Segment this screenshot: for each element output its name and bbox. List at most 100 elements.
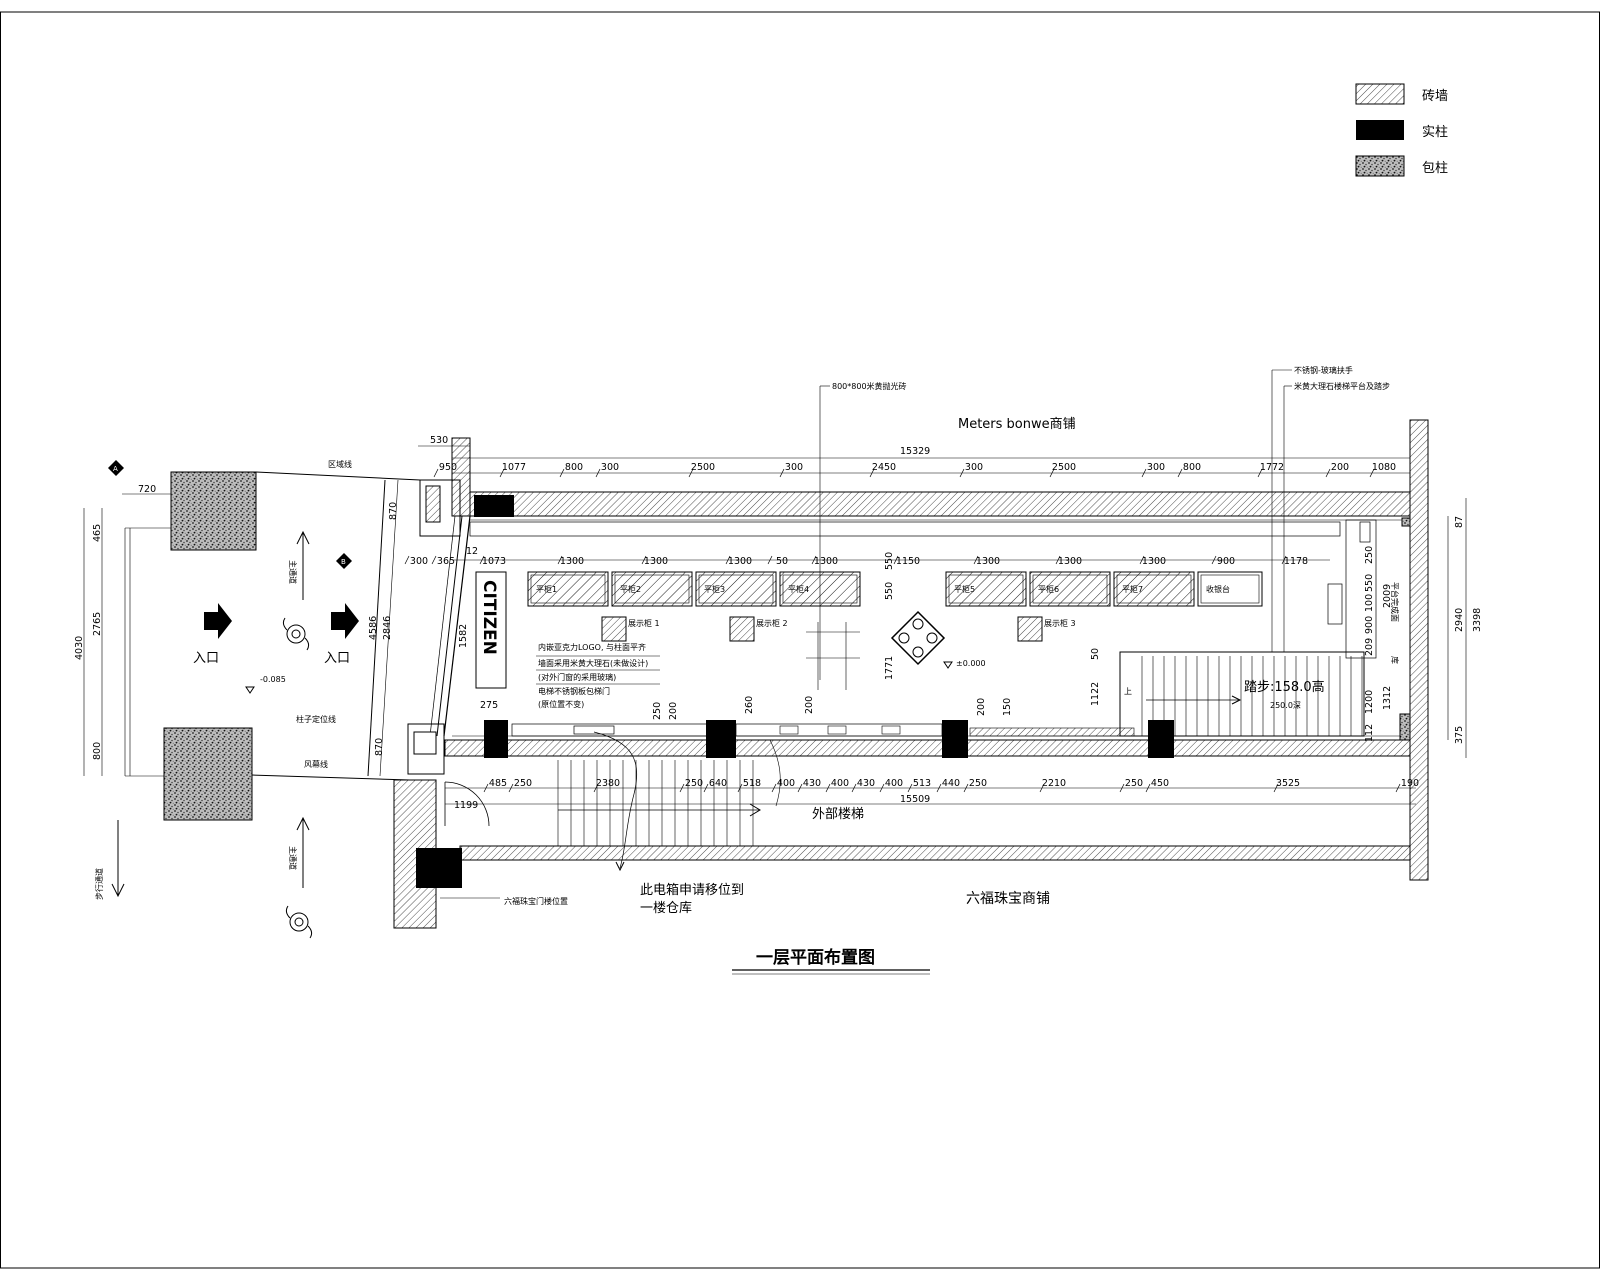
dim-label: 400 [885,778,903,789]
dim-tick [959,468,965,478]
entrance-label-1: 入口 [193,651,219,666]
dim-12: 12 [466,546,478,557]
dim-label: 250 [514,778,532,789]
column-3 [942,720,968,758]
marker-a-icon [108,460,124,476]
platform-step [1327,583,1343,625]
display-cabinet [527,571,609,607]
right-dim-label: 100 [1364,594,1375,612]
door-dim: 1199 [454,800,478,811]
electric-note-1: 此电箱申请移位到 [640,882,744,898]
dim-label: 430 [857,778,875,789]
column-top-left [474,495,514,517]
island-3 [1017,616,1043,642]
wind-line-label: 风幕线 [304,759,328,769]
walkway-label: 步行通道 [94,868,104,900]
area-line-top [255,471,421,481]
dim-200-v: 200 [668,702,679,720]
entrance-level: -0.085 [260,675,286,684]
entry-arrow-left [204,603,232,639]
area-line-label: 区域线 [328,459,352,469]
walls [393,419,1429,929]
display-cabinet-inner [614,574,690,604]
display-cabinet [1113,571,1195,607]
dim-label: 900 [1217,556,1235,567]
right-dim-label: 2009 [1382,584,1393,608]
dim-tick [641,555,647,565]
cabinet-label: 平柜7 [1122,584,1143,594]
cabinet-label: 平柜6 [1038,584,1059,594]
island-2 [729,616,755,642]
dim-1122: 1122 [1090,682,1101,706]
dim-label: 2450 [872,462,896,473]
dim-tick [737,783,743,793]
dim-720: 720 [138,484,156,495]
dim-tick [499,468,505,478]
shopfront-line-3 [429,515,456,737]
dim-label: 300 [1147,462,1165,473]
dim-tick [1273,783,1279,793]
column-bottom-left [416,848,462,888]
bottom-rail-2 [735,723,943,737]
dim-tick [1281,555,1287,565]
stair-arrow [1231,695,1242,705]
marker-b-icon [336,553,352,569]
entrance-label-2: 入口 [324,651,350,666]
left-upper-wall [451,437,471,517]
legend-solid-swatch [1356,120,1404,140]
dim-550-b: 550 [884,582,895,600]
island-label-3: 展示柜 3 [1044,618,1076,628]
dim-tick [1055,555,1061,565]
dim-tick [688,468,694,478]
shopfront-line-2 [436,515,463,737]
platform-box [1359,521,1371,543]
logo-note-4: 电梯不锈钢板包梯门 [538,686,610,696]
dim-label: 200 [1331,462,1349,473]
platform [1345,519,1377,659]
bottom-neighbor: 六福珠宝商铺 [966,891,1050,907]
wall-cab [779,725,799,735]
dim-tick [559,468,565,478]
display-cabinet [695,571,777,607]
electric-leader [593,731,638,869]
dim-label: 3525 [1276,778,1300,789]
dim-1582: 1582 [458,624,469,648]
logo-note-3: (对外门窗的采用玻璃) [538,672,616,682]
dim-2765: 2765 [92,612,103,636]
dim-label: 518 [743,778,761,789]
dim-label: 50 [776,556,788,567]
vestibule-box-top-fill [425,485,441,523]
legend-brick-swatch [1355,83,1405,105]
dim-label: 950 [439,462,457,473]
seat-icon [912,618,924,630]
entrance-column-bottom [163,727,253,821]
dim-tick [679,783,685,793]
main-aisle-label-1: 主通道 [288,560,298,584]
right-dim-label: 250 [1364,546,1375,564]
dim-tick [963,783,969,793]
sheet-border [0,11,1600,1269]
dim-label: 1080 [1372,462,1396,473]
dim-label: 640 [709,778,727,789]
rail-note: 不锈钢-玻璃扶手 [1294,365,1353,375]
dim-tick [1049,468,1055,478]
top-lightbox-rail [469,521,1341,537]
dim-200-v2: 200 [804,696,815,714]
level-marker [245,686,255,694]
dim-label: 400 [777,778,795,789]
dim-tick [869,468,875,478]
right-dim-label: 1200 [1364,690,1375,714]
electric-box [573,725,615,735]
dim-870-bottom: 870 [374,738,385,756]
display-cabinet-inner [1200,574,1260,604]
entrance-area: 入口 入口 -0.085 区域线 柱子定位线 风幕线 主通道 主通道 步行通道 … [94,459,461,939]
vestibule-box-bottom-inner [413,731,437,755]
external-stair: 外部楼梯 1199 [444,760,864,846]
interior-stair [1119,651,1365,737]
dim-label: 2500 [691,462,715,473]
box-leader [769,739,781,807]
dim-tick [811,555,817,565]
